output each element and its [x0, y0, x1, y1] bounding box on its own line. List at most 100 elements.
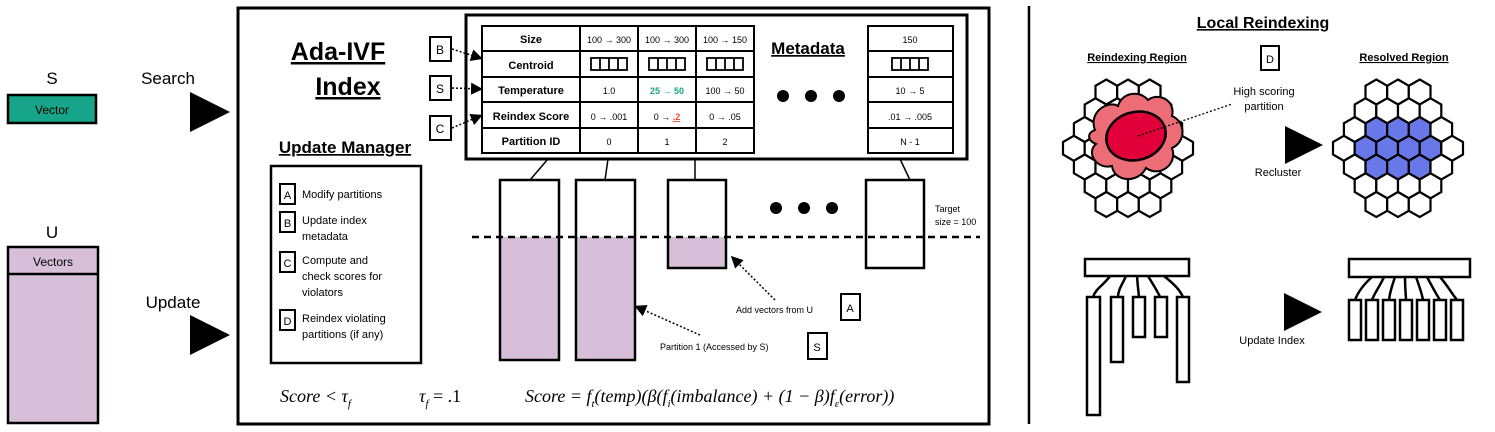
metadata-label: Metadata [771, 39, 845, 58]
partition-connectors [529, 158, 911, 181]
tag-c-box [429, 115, 452, 141]
cell-size-0: 100 → 300 [587, 35, 631, 45]
hex-cell [1364, 190, 1389, 219]
cell-temp-0: 1.0 [603, 86, 616, 96]
cell-size-last: 150 [902, 35, 917, 45]
um-item-b-tag: B [284, 218, 291, 230]
row-label-temperature: Temperature [498, 85, 564, 97]
add-vectors-tag-box [840, 293, 861, 321]
cell-score-1: 0 → .2 [654, 112, 681, 122]
tag-b-box [429, 36, 452, 62]
target-label-1: Target [935, 204, 961, 214]
tag-d: D [1266, 54, 1274, 66]
update-index-label: Update Index [1239, 335, 1305, 347]
tag-s: S [436, 82, 444, 96]
update-vectors-box [6, 245, 100, 425]
um-item-c-line1: Compute and [302, 255, 368, 267]
row-label-reindex-score: Reindex Score [493, 111, 569, 123]
um-item-d-line2: partitions (if any) [302, 329, 383, 341]
um-item-c-tag: C [284, 258, 292, 270]
add-vectors-label: Add vectors from U [736, 305, 813, 315]
cell-score-1-prefix: 0 → [654, 112, 673, 122]
um-item-d-line1: Reindex violating [302, 313, 386, 325]
cell-temp-1: 25 → 50 [650, 86, 684, 96]
index-title-line2: Index [315, 73, 380, 101]
row-label-size: Size [520, 34, 542, 46]
um-item-c-tag-box [279, 251, 296, 273]
partition1-arrow-icon [634, 305, 701, 336]
um-item-d-tag: D [284, 316, 292, 328]
tag-d-box [1260, 45, 1280, 71]
partition1-label: Partition 1 (Accessed by S) [660, 342, 769, 352]
hex-cell [1407, 190, 1432, 219]
cell-pid-0: 0 [606, 137, 611, 147]
update-manager-title: Update Manager [279, 138, 412, 157]
tag-b: B [436, 43, 444, 57]
resolved-region-label: Resolved Region [1359, 52, 1449, 64]
um-item-c-line3: violators [302, 287, 343, 299]
search-label: Search [141, 69, 195, 88]
update-arrow-icon [123, 315, 230, 355]
cell-temp-last: 10 → 5 [895, 86, 924, 96]
cell-pid-last: N - 1 [900, 137, 920, 147]
hex-cell [1116, 190, 1140, 219]
partition-0 [498, 178, 561, 362]
formula-threshold: Score < τf [280, 386, 353, 410]
index-tree-after [1347, 257, 1472, 342]
index-title-line1: Ada-IVF [291, 38, 385, 66]
partition1-tag-box [807, 332, 828, 360]
hex-cell [1094, 190, 1119, 219]
um-item-a-line1: Modify partitions [302, 189, 383, 201]
cell-size-1: 100 → 300 [645, 35, 689, 45]
local-reindexing-title: Local Reindexing [1197, 15, 1329, 32]
high-scoring-line1: High scoring [1233, 86, 1294, 98]
um-item-b-line2: metadata [302, 231, 349, 243]
search-arrow-icon [123, 92, 230, 132]
cell-temp-2: 100 → 50 [705, 86, 744, 96]
cell-pid-1: 1 [664, 137, 669, 147]
hex-cell [1137, 190, 1162, 219]
um-item-b-tag-box [279, 211, 296, 233]
cell-pid-2: 2 [722, 137, 727, 147]
um-item-a-tag: A [284, 190, 292, 202]
um-item-c-line2: check scores for [302, 271, 382, 283]
tag-s-box [429, 75, 452, 101]
partition-1-fill [576, 237, 635, 360]
resolved-hex-grid [1331, 78, 1465, 219]
add-vectors-arrow-icon [730, 255, 776, 301]
row-label-partition-id: Partition ID [502, 136, 561, 148]
formula-score: Score = ft(temp)(β(fi(imbalance) + (1 − … [525, 386, 894, 410]
recluster-label: Recluster [1255, 167, 1302, 179]
row-label-centroid: Centroid [508, 60, 553, 72]
cell-size-2: 100 → 150 [703, 35, 747, 45]
update-manager-box [269, 164, 423, 365]
partition-2 [666, 178, 728, 270]
recluster-arrow-icon [1230, 126, 1323, 164]
tag-c: C [436, 122, 445, 136]
search-vector-box [6, 93, 98, 125]
cell-score-0: 0 → .001 [591, 112, 628, 122]
index-tree-before [1083, 257, 1191, 417]
partition1-tag: S [813, 342, 820, 354]
add-vectors-tag: A [846, 303, 854, 315]
tag-arrows [451, 48, 483, 129]
update-label: Update [146, 293, 201, 312]
search-vector-label: Vector [35, 103, 69, 117]
cell-score-last: .01 → .005 [888, 112, 932, 122]
metadata-panel [464, 13, 969, 161]
um-item-b-line1: Update index [302, 215, 367, 227]
cell-score-1-highlight: .2 [673, 112, 681, 122]
partition-last [864, 178, 926, 270]
target-label-2: size = 100 [935, 217, 976, 227]
partition-2-fill [668, 237, 726, 268]
reindexing-region-label: Reindexing Region [1087, 52, 1187, 64]
reindexing-blob [1088, 92, 1184, 180]
update-letter: U [46, 223, 58, 242]
formula-tau: τf = .1 [419, 386, 461, 410]
hex-cell [1386, 190, 1410, 219]
update-vectors-label: Vectors [33, 255, 73, 269]
high-scoring-line2: partition [1244, 101, 1283, 113]
cell-score-2: 0 → .05 [709, 112, 741, 122]
partition-0-fill [500, 237, 559, 360]
